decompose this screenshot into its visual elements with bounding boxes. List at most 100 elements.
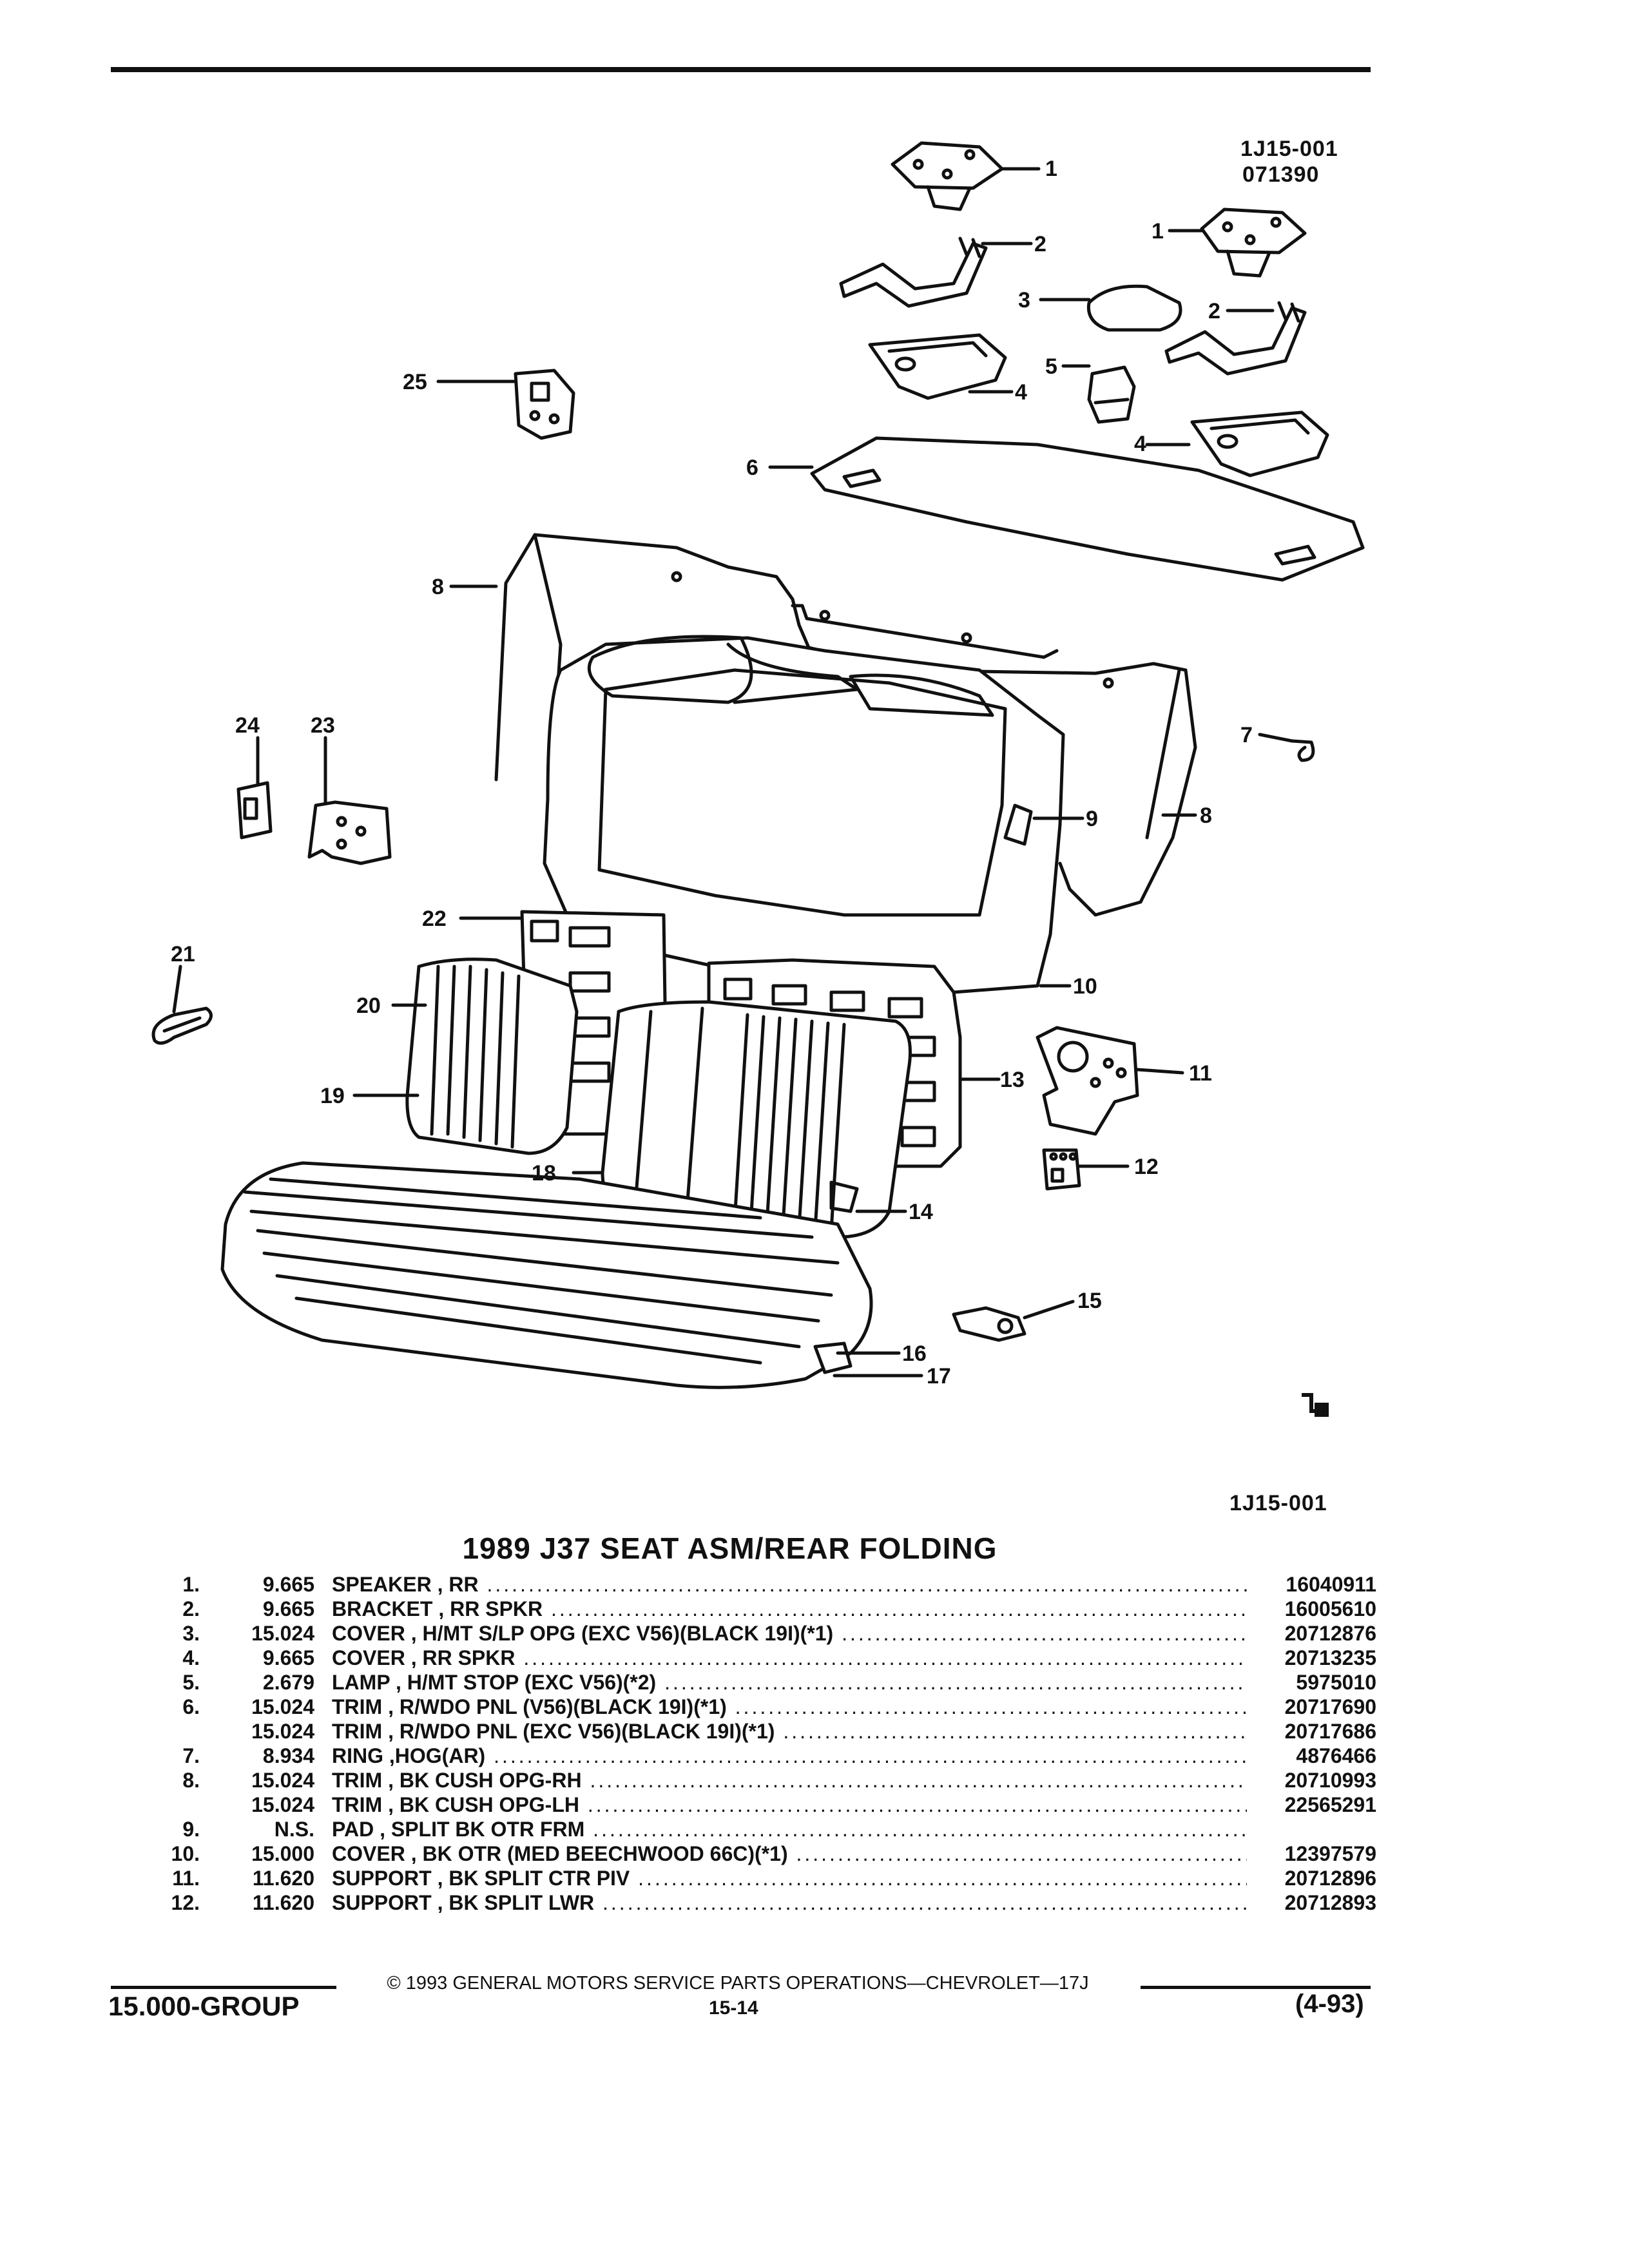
parts-part-number: 20712876 [1250, 1621, 1376, 1646]
footer-rule-left [111, 1986, 336, 1989]
parts-group-code: 15.024 [251, 1622, 314, 1645]
retainer-15 [952, 1306, 1027, 1342]
split-back-cushion-lh [405, 957, 579, 1155]
parts-description: PAD , SPLIT BK OTR FRM [332, 1817, 1247, 1841]
cover-rr-spkr-left [868, 333, 1007, 400]
callout-6: 6 [746, 456, 758, 480]
parts-group-code: 11.620 [252, 1867, 314, 1890]
parts-part-number: 20712893 [1250, 1890, 1376, 1915]
parts-row: 15.024 TRIM , R/WDO PNL (EXC V56)(BLACK 1… [0, 1719, 1629, 1744]
support-bk-split-lwr [1042, 1148, 1081, 1191]
parts-part-number: 20710993 [1250, 1768, 1376, 1792]
cover-rr-spkr-right [1190, 410, 1329, 477]
parts-group-code: 15.024 [251, 1720, 314, 1743]
parts-description: TRIM , R/WDO PNL (EXC V56)(BLACK 19I)(*1… [332, 1719, 1247, 1744]
seat-cushion [220, 1161, 873, 1389]
callout-3: 3 [1018, 288, 1030, 312]
callout-22: 22 [422, 907, 447, 931]
callout-1a: 1 [1045, 157, 1057, 181]
callout-7: 7 [1240, 723, 1253, 747]
parts-group-code: 15.024 [251, 1695, 314, 1718]
footer-copyright: © 1993 GENERAL MOTORS SERVICE PARTS OPER… [387, 1973, 1089, 1994]
parts-description: RING ,HOG(AR) [332, 1744, 1247, 1768]
callout-4a: 4 [1015, 380, 1027, 405]
parts-part-number: 16005610 [1250, 1597, 1376, 1621]
parts-list-title: 1989 J37 SEAT ASM/REAR FOLDING [462, 1532, 998, 1565]
speaker-rr-upper [891, 141, 1004, 211]
callout-12: 12 [1134, 1155, 1159, 1179]
parts-item-number: 10. [171, 1842, 200, 1865]
parts-group-code: 15.024 [251, 1793, 314, 1816]
callout-10: 10 [1073, 974, 1097, 999]
callout-11: 11 [1189, 1061, 1212, 1086]
parts-part-number: 20713235 [1250, 1646, 1376, 1670]
parts-group-code: 9.665 [262, 1573, 314, 1596]
bracket-25 [514, 369, 575, 440]
diagram-ref-date: 071390 [1242, 162, 1320, 187]
parts-part-number: 12397579 [1250, 1841, 1376, 1866]
bracket-rr-spkr-left [839, 236, 988, 308]
parts-item-number: 8. [182, 1769, 200, 1792]
parts-item-number: 9. [182, 1818, 200, 1841]
parts-part-number: 16040911 [1250, 1572, 1376, 1597]
parts-description: SUPPORT , BK SPLIT LWR [332, 1890, 1247, 1915]
parts-part-number: 4876466 [1250, 1744, 1376, 1768]
exploded-seat-diagram: 1 1 2 2 3 4 4 5 6 7 8 8 9 10 11 12 13 14… [151, 141, 1365, 1417]
lamp-hmt-stop [1087, 365, 1136, 424]
parts-description: SUPPORT , BK SPLIT CTR PIV [332, 1866, 1247, 1890]
ring-hog [1290, 739, 1315, 762]
parts-item-number: 12. [171, 1891, 200, 1914]
cushion-clip [813, 1341, 853, 1374]
trim-rwdo-pnl [810, 436, 1365, 582]
parts-description: COVER , H/MT S/LP OPG (EXC V56)(BLACK 19… [332, 1621, 1247, 1646]
parts-part-number: 20717686 [1250, 1719, 1376, 1744]
parts-item-number: 6. [182, 1695, 200, 1718]
callout-16: 16 [902, 1341, 927, 1366]
parts-item-number: 7. [182, 1744, 200, 1767]
parts-group-code: 9.665 [262, 1597, 314, 1620]
callout-20: 20 [356, 994, 381, 1018]
parts-item-number: 2. [182, 1597, 200, 1620]
parts-description: SPEAKER , RR [332, 1572, 1247, 1597]
parts-row: 3. 15.024 COVER , H/MT S/LP OPG (EXC V56)(… [0, 1621, 1629, 1646]
parts-description: COVER , BK OTR (MED BEECHWOOD 66C)(*1) [332, 1841, 1247, 1866]
callout-18: 18 [532, 1161, 556, 1186]
parts-item-number: 1. [182, 1573, 200, 1596]
clip-21 [151, 1006, 213, 1045]
callout-24: 24 [235, 713, 260, 738]
callout-2a: 2 [1034, 232, 1046, 256]
parts-description: BRACKET , RR SPKR [332, 1597, 1247, 1621]
parts-description: TRIM , BK CUSH OPG-RH [332, 1768, 1247, 1792]
hinge-23 [307, 800, 392, 865]
parts-group-code: 2.679 [262, 1671, 314, 1694]
footer-page-number: 15-14 [709, 1997, 758, 2019]
diagram-ref-code: 1J15-001 [1240, 137, 1338, 161]
cover-bk-otr [543, 635, 1065, 994]
callout-8a: 8 [432, 575, 444, 599]
parts-description: COVER , RR SPKR [332, 1646, 1247, 1670]
parts-part-number: 5975010 [1250, 1670, 1376, 1695]
parts-part-number: 20717690 [1250, 1695, 1376, 1719]
footer-rule-right [1141, 1986, 1371, 1989]
callout-23: 23 [311, 713, 335, 738]
parts-group-code: 15.024 [251, 1769, 314, 1792]
footer-date: (4-93) [1295, 1990, 1364, 2018]
callout-21: 21 [171, 942, 195, 966]
parts-part-number: 20712896 [1250, 1866, 1376, 1890]
callout-19: 19 [320, 1084, 345, 1108]
parts-group-code: N.S. [274, 1818, 314, 1841]
parts-description: TRIM , BK CUSH OPG-LH [332, 1792, 1247, 1817]
support-bk-split-ctr-piv [1036, 1026, 1139, 1136]
parts-row: 1. 9.665 SPEAKER , RR16040911 [0, 1572, 1629, 1597]
callout-17: 17 [927, 1364, 951, 1389]
speaker-rr-right [1200, 207, 1307, 278]
latch-24 [236, 781, 273, 840]
parts-item-number: 3. [182, 1622, 200, 1645]
callout-14: 14 [909, 1200, 933, 1224]
callout-15: 15 [1077, 1289, 1102, 1313]
